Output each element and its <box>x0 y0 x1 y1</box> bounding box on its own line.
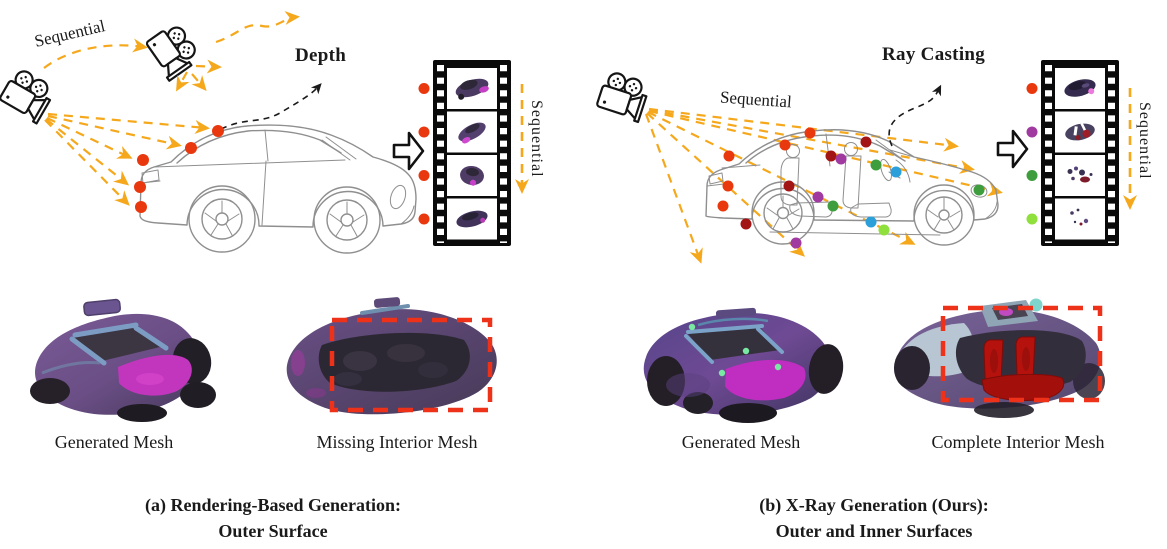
film-frame-thumb <box>1065 122 1095 141</box>
panel-b-title-line2: Outer and Inner Surfaces <box>775 521 973 541</box>
interior-highlight-box <box>940 305 1103 403</box>
ray-casting-label: Ray Casting <box>882 44 986 65</box>
movie-camera-icon <box>594 69 652 124</box>
panel-b-title: (b) X-Ray Generation (Ours): Outer and I… <box>759 492 988 544</box>
film-frame-thumb <box>458 122 486 144</box>
panel-a-title-line1: (a) Rendering-Based Generation: <box>145 495 401 515</box>
film-frame-thumb <box>1067 166 1093 183</box>
mesh-complete-interior <box>894 298 1105 418</box>
block-arrow-icon <box>392 131 425 171</box>
panel-a-title: (a) Rendering-Based Generation: Outer Su… <box>145 492 401 544</box>
film-strip-right <box>1026 60 1119 246</box>
ray-casting-annotation-arrow <box>888 84 942 147</box>
film-frame-thumb <box>1064 79 1096 97</box>
mesh-missing-interior <box>286 297 497 415</box>
film-frame-thumb <box>1070 208 1089 226</box>
surface-sample-dots-right <box>717 127 985 249</box>
panel-a-title-line2: Outer Surface <box>218 521 328 541</box>
film-frame-thumb <box>455 78 489 100</box>
filmstrip-sequential-label-right: Sequential <box>1136 102 1153 180</box>
film-frame-thumb <box>456 210 488 228</box>
mesh-generated-right <box>643 307 844 423</box>
film-strip-left <box>418 60 511 246</box>
mesh-caption: Generated Mesh <box>681 432 801 452</box>
surface-sample-dots-left <box>134 125 224 213</box>
panel-b-title-line1: (b) X-Ray Generation (Ours): <box>759 495 989 515</box>
mesh-generated-left <box>30 298 216 422</box>
top-diagram <box>0 10 1137 264</box>
car-cutaway-right <box>705 129 999 246</box>
interior-highlight-box <box>329 317 493 413</box>
mesh-caption: Missing Interior Mesh <box>316 432 478 452</box>
depth-label: Depth <box>295 45 347 66</box>
filmstrip-sequential-label-left: Sequential <box>528 100 545 178</box>
film-frame-thumb <box>460 165 484 186</box>
camera-rays-right <box>644 107 1003 264</box>
block-arrow-icon <box>996 129 1029 169</box>
mesh-caption: Generated Mesh <box>54 432 174 452</box>
camera-trajectory-left <box>43 10 300 92</box>
camera-rays-left <box>44 112 210 206</box>
movie-camera-icon <box>142 20 204 82</box>
red-seats <box>981 336 1065 402</box>
mesh-caption: Complete Interior Mesh <box>931 432 1105 452</box>
car-outline-left <box>139 124 417 254</box>
depth-annotation-arrow <box>220 83 322 130</box>
